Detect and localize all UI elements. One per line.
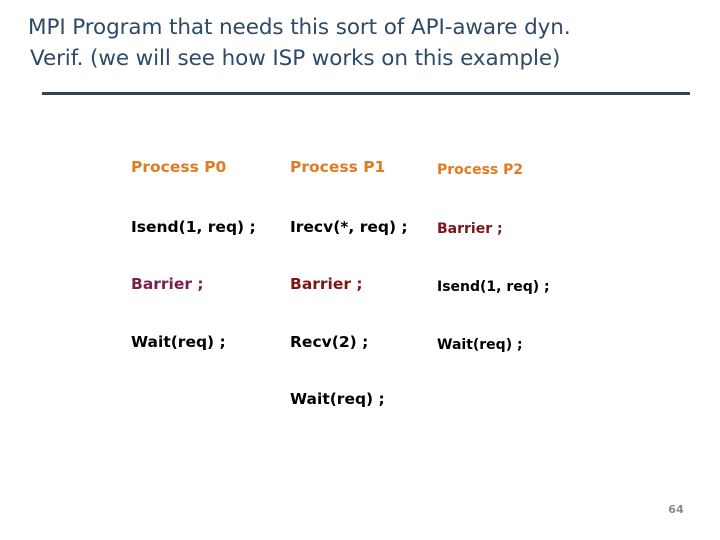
page-number: 64 [668, 503, 684, 516]
statement-p1-3: Wait(req) ; [290, 390, 385, 408]
statement-p1-0: Irecv(*, req) ; [290, 218, 408, 236]
title-line-1: MPI Program that needs this sort of API-… [28, 15, 571, 40]
process-header-p1: Process P1 [290, 158, 386, 176]
process-header-p2: Process P2 [437, 162, 524, 178]
statement-p2-1: Isend(1, req) ; [437, 279, 550, 295]
statement-p2-2: Wait(req) ; [437, 337, 523, 353]
title-divider [42, 92, 690, 95]
statement-p1-1: Barrier ; [290, 275, 363, 293]
process-header-p0: Process P0 [131, 158, 227, 176]
statement-p0-0: Isend(1, req) ; [131, 218, 256, 236]
title-line-2: Verif. (we will see how ISP works on thi… [30, 46, 561, 71]
statement-p0-1: Barrier ; [131, 275, 204, 293]
statement-p2-0: Barrier ; [437, 221, 503, 237]
statement-p0-2: Wait(req) ; [131, 333, 226, 351]
statement-p1-2: Recv(2) ; [290, 333, 369, 351]
page-title: MPI Program that needs this sort of API-… [28, 12, 696, 74]
